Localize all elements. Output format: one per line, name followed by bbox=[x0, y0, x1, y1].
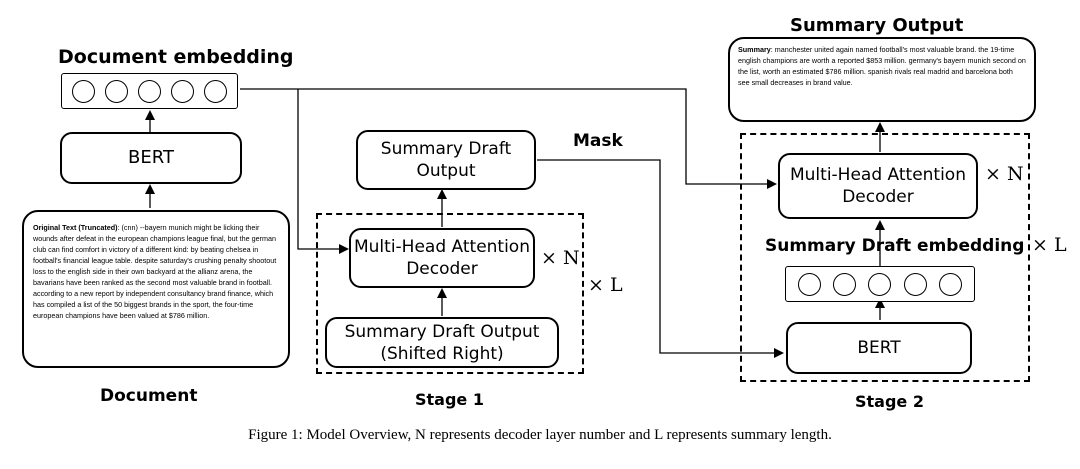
summary-output-label: Summary Output bbox=[790, 15, 964, 36]
embedding-cell bbox=[171, 79, 194, 103]
summary-body: : manchester united again named football… bbox=[738, 45, 1026, 87]
figure-caption: Figure 1: Model Overview, N represents d… bbox=[248, 427, 832, 443]
original-text-heading: Original Text (Truncated) bbox=[33, 223, 118, 232]
document-embedding-label: Document embedding bbox=[58, 46, 294, 68]
shifted-right-box: Summary Draft Output (Shifted Right) bbox=[325, 317, 559, 368]
embedding-cell bbox=[903, 272, 927, 296]
summary-draft-output-box: Summary Draft Output bbox=[356, 130, 536, 190]
document-embedding-vector bbox=[61, 73, 238, 109]
bert-encoder-label: BERT bbox=[128, 147, 174, 168]
stage2-times-n: × N bbox=[985, 163, 1024, 185]
stage2-label: Stage 2 bbox=[855, 392, 924, 411]
embedding-cell bbox=[868, 272, 892, 296]
stage1-region bbox=[316, 213, 584, 374]
stage2-times-l: × L bbox=[1032, 234, 1067, 256]
embedding-cell bbox=[105, 79, 128, 103]
mask-label: Mask bbox=[573, 131, 623, 151]
stage1-decoder-label: Multi-Head Attention Decoder bbox=[353, 237, 530, 279]
embedding-cell bbox=[204, 79, 227, 103]
stage1-label: Stage 1 bbox=[415, 390, 484, 409]
summary-output-box: Summary: manchester united again named f… bbox=[728, 37, 1036, 122]
summary-draft-output-label: Summary Draft Output bbox=[380, 139, 512, 181]
embedding-cell bbox=[798, 272, 822, 296]
embedding-cell bbox=[938, 272, 962, 296]
arrow-draft-output-to-stage2-bert bbox=[537, 159, 784, 358]
summary-draft-embedding-label: Summary Draft embedding bbox=[765, 236, 1025, 256]
arrow-embedding-to-stage1-decoder bbox=[297, 89, 349, 254]
original-text-body: : (cnn) --bayern munich might be licking… bbox=[33, 223, 277, 320]
stage2-decoder-label: Multi-Head Attention Decoder bbox=[789, 165, 966, 207]
stage2-bert-label: BERT bbox=[857, 338, 901, 358]
stage2-region bbox=[740, 133, 1030, 382]
stage1-times-n: × N bbox=[541, 247, 580, 269]
bert-encoder-box: BERT bbox=[60, 132, 242, 184]
arrow-embedding-to-stage2-decoder bbox=[240, 88, 777, 189]
original-text-box: Original Text (Truncated): (cnn) --bayer… bbox=[22, 210, 290, 368]
embedding-cell bbox=[72, 79, 95, 103]
summary-heading: Summary bbox=[738, 45, 771, 54]
stage1-decoder-box: Multi-Head Attention Decoder bbox=[349, 228, 535, 288]
document-label: Document bbox=[100, 386, 198, 406]
stage1-times-l: × L bbox=[588, 274, 623, 296]
embedding-cell bbox=[833, 272, 857, 296]
stage2-decoder-box: Multi-Head Attention Decoder bbox=[778, 153, 978, 219]
shifted-right-label: Summary Draft Output (Shifted Right) bbox=[344, 321, 540, 364]
summary-draft-embedding-vector bbox=[785, 266, 975, 302]
stage2-bert-box: BERT bbox=[786, 322, 972, 374]
embedding-cell bbox=[138, 79, 161, 103]
